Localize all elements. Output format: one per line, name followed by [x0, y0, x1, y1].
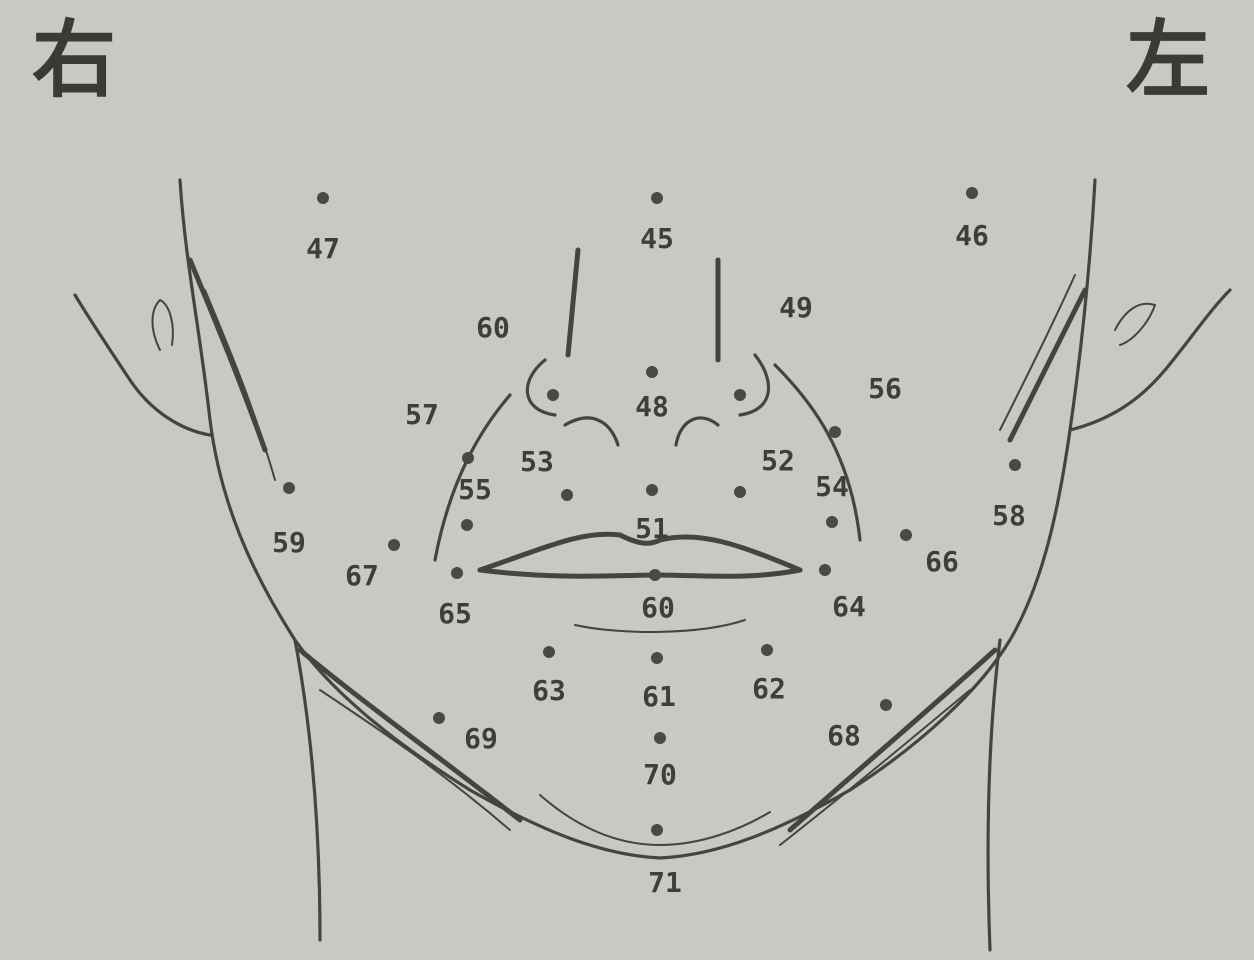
acupoint-markers: 45 46 47 48 49 60 51 52 53 54 55 56 57 58 59 60 61 62 63 64… [272, 187, 1026, 899]
acupoint-53: 53 [520, 445, 573, 501]
acupoint-dot [819, 564, 831, 576]
acupoint-label: 48 [635, 390, 669, 423]
acupoint-63: 63 [532, 646, 566, 707]
acupoint-label: 53 [520, 445, 554, 478]
acupoint-59: 59 [272, 482, 306, 559]
acupoint-47: 47 [306, 192, 340, 265]
acupoint-52: 52 [734, 444, 795, 498]
acupoint-dot [433, 712, 445, 724]
acupoint-dot [461, 519, 473, 531]
acupoint-66: 66 [900, 529, 959, 578]
acupoint-62: 62 [752, 644, 786, 705]
acupoint-65: 65 [438, 567, 472, 630]
acupoint-label: 70 [643, 758, 677, 791]
acupoint-dot [826, 516, 838, 528]
acupoint-label: 61 [642, 680, 676, 713]
acupoint-68: 68 [827, 699, 892, 752]
acupoint-label: 46 [955, 219, 989, 252]
acupoint-dot [317, 192, 329, 204]
acupoint-dot [547, 389, 559, 401]
acupoint-50: 60 [476, 311, 559, 401]
acupoint-label: 56 [868, 372, 902, 405]
acupoint-label: 62 [752, 672, 786, 705]
acupoint-dot [646, 366, 658, 378]
acupoint-label: 60 [641, 591, 675, 624]
acupoint-label: 51 [635, 512, 669, 545]
acupoint-label: 55 [458, 473, 492, 506]
acupoint-dot [388, 539, 400, 551]
acupoint-label: 63 [532, 674, 566, 707]
acupoint-label: 71 [648, 866, 682, 899]
acupoint-dot [651, 824, 663, 836]
acupoint-dot [451, 567, 463, 579]
acupoint-label: 60 [476, 311, 510, 344]
acupoint-48: 48 [635, 366, 669, 423]
ear-left [1000, 275, 1230, 440]
acupoint-51: 51 [635, 484, 669, 545]
acupoint-label: 52 [761, 444, 795, 477]
acupoint-label: 66 [925, 545, 959, 578]
acupoint-dot [651, 192, 663, 204]
acupoint-label: 45 [640, 222, 674, 255]
acupoint-67: 67 [345, 539, 400, 592]
acupoint-dot [900, 529, 912, 541]
acupoint-49: 49 [734, 291, 813, 401]
acupoint-69: 69 [433, 712, 498, 755]
acupoint-label: 57 [405, 398, 439, 431]
acupoint-dot [654, 732, 666, 744]
acupoint-dot [761, 644, 773, 656]
acupoint-dot [646, 484, 658, 496]
acupoint-label: 69 [464, 722, 498, 755]
acupoint-dot [283, 482, 295, 494]
acupoint-54: 54 [815, 470, 849, 528]
acupoint-dot [880, 699, 892, 711]
acupoint-71: 71 [648, 824, 682, 899]
acupoint-55: 55 [458, 473, 492, 531]
acupoint-61: 61 [642, 652, 676, 713]
acupoint-label: 58 [992, 499, 1026, 532]
ear-right [75, 260, 275, 480]
acupoint-label: 64 [832, 590, 866, 623]
acupoint-label: 59 [272, 526, 306, 559]
acupoint-dot [734, 389, 746, 401]
acupoint-label: 68 [827, 719, 861, 752]
acupoint-58: 58 [992, 459, 1026, 532]
acupoint-45: 45 [640, 192, 674, 255]
acupoint-dot [829, 426, 841, 438]
acupoint-dot [649, 569, 661, 581]
acupoint-70: 70 [643, 732, 677, 791]
acupoint-dot [651, 652, 663, 664]
acupoint-label: 47 [306, 232, 340, 265]
acupoint-label: 67 [345, 559, 379, 592]
acupoint-label: 49 [779, 291, 813, 324]
acupoint-46: 46 [955, 187, 989, 252]
acupoint-dot [561, 489, 573, 501]
acupoint-dot [462, 452, 474, 464]
acupoint-64: 64 [819, 564, 866, 623]
acupoint-57: 57 [405, 398, 474, 464]
mouth [480, 534, 800, 632]
acupoint-dot [543, 646, 555, 658]
acupoint-dot [1009, 459, 1021, 471]
acupoint-label: 54 [815, 470, 849, 503]
acupoint-label: 65 [438, 597, 472, 630]
acupoint-dot [966, 187, 978, 199]
acupoint-dot [734, 486, 746, 498]
acupoint-56: 56 [829, 372, 902, 438]
